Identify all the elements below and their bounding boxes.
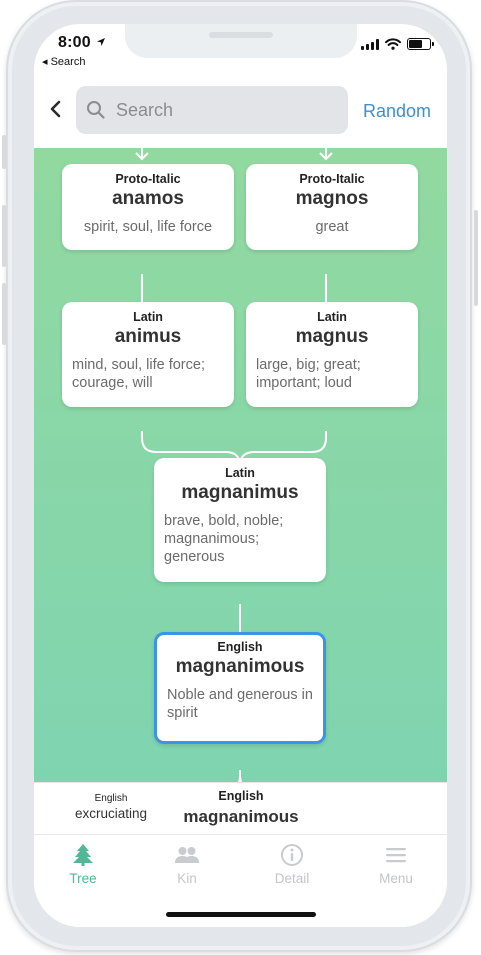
node-language: Latin xyxy=(225,466,255,480)
tree-node-magnanimous-selected[interactable]: English magnanimous Noble and generous i… xyxy=(154,632,326,744)
node-language: Latin xyxy=(317,310,347,324)
side-button xyxy=(2,205,6,267)
random-button[interactable]: Random xyxy=(362,101,431,121)
signal-icon xyxy=(361,38,379,50)
tab-detail[interactable]: Detail xyxy=(252,843,332,886)
tab-bar: Tree Kin Detail Menu xyxy=(34,834,447,927)
battery-icon xyxy=(407,38,434,50)
search-icon xyxy=(87,101,105,119)
strip-item-current[interactable]: English magnanimous xyxy=(166,789,316,827)
node-word: anamos xyxy=(112,188,184,209)
strip-word: magnanimous xyxy=(183,807,299,826)
people-icon xyxy=(175,847,199,863)
tab-label: Detail xyxy=(274,871,310,886)
side-button xyxy=(2,135,6,169)
node-definition: mind, soul, life force; courage, will xyxy=(72,357,205,391)
side-button xyxy=(2,283,6,345)
location-arrow-icon xyxy=(97,38,106,46)
tab-label: Kin xyxy=(177,871,197,886)
node-word: animus xyxy=(114,326,182,347)
tree-node-animus[interactable]: Latin animus mind, soul, life force; cou… xyxy=(62,302,234,407)
tree-icon xyxy=(73,844,93,866)
search-input[interactable] xyxy=(116,99,316,121)
tree-node-magnus[interactable]: Latin magnus large, big; great; importan… xyxy=(246,302,418,407)
status-icons xyxy=(361,38,434,50)
node-definition: Noble and generous in spirit xyxy=(167,687,313,721)
node-definition: spirit, soul, life force xyxy=(83,219,213,235)
home-indicator[interactable] xyxy=(166,912,316,917)
tab-kin[interactable]: Kin xyxy=(147,843,227,886)
tree-node-magnos[interactable]: Proto-Italic magnos great xyxy=(246,164,418,250)
node-language: Proto-Italic xyxy=(299,172,365,186)
etymology-tree[interactable]: Proto-Italic anamos spirit, soul, life f… xyxy=(34,148,447,782)
status-time: 8:00 xyxy=(58,34,106,52)
node-definition: great xyxy=(315,219,349,235)
node-word: magnanimous xyxy=(175,656,305,677)
strip-item-excruciating[interactable]: English excruciating xyxy=(66,793,156,821)
node-definition: brave, bold, noble; magnanimous; generou… xyxy=(164,513,284,565)
node-language: Proto-Italic xyxy=(115,172,181,186)
tree-node-anamos[interactable]: Proto-Italic anamos spirit, soul, life f… xyxy=(62,164,234,250)
search-bar[interactable] xyxy=(76,86,348,134)
back-chevron-icon[interactable] xyxy=(46,94,66,124)
tab-label: Menu xyxy=(379,871,413,886)
tab-tree[interactable]: Tree xyxy=(43,843,123,886)
node-word: magnus xyxy=(295,326,369,347)
app-screen: 8:00 ◂ Search Random xyxy=(34,24,447,927)
wifi-icon xyxy=(385,38,401,50)
node-definition: large, big; great; important; loud xyxy=(256,357,361,391)
tree-node-magnanimus[interactable]: Latin magnanimus brave, bold, noble; mag… xyxy=(154,458,326,582)
node-language: Latin xyxy=(133,310,163,324)
strip-language: English xyxy=(94,793,128,804)
status-time-text: 8:00 xyxy=(58,34,91,51)
tab-label: Tree xyxy=(69,871,97,886)
node-word: magnanimus xyxy=(181,482,299,503)
side-button xyxy=(474,210,478,306)
info-icon xyxy=(281,844,303,866)
node-word: magnos xyxy=(295,188,369,209)
menu-icon xyxy=(386,848,406,863)
word-strip: English excruciating English magnanimous xyxy=(34,782,447,834)
speaker-grille xyxy=(209,32,273,38)
strip-language: English xyxy=(218,789,264,803)
tab-menu[interactable]: Menu xyxy=(356,843,436,886)
node-language: English xyxy=(217,640,263,654)
notch xyxy=(125,24,357,58)
strip-word: excruciating xyxy=(74,806,148,821)
status-back-to-search[interactable]: ◂ Search xyxy=(42,56,86,68)
